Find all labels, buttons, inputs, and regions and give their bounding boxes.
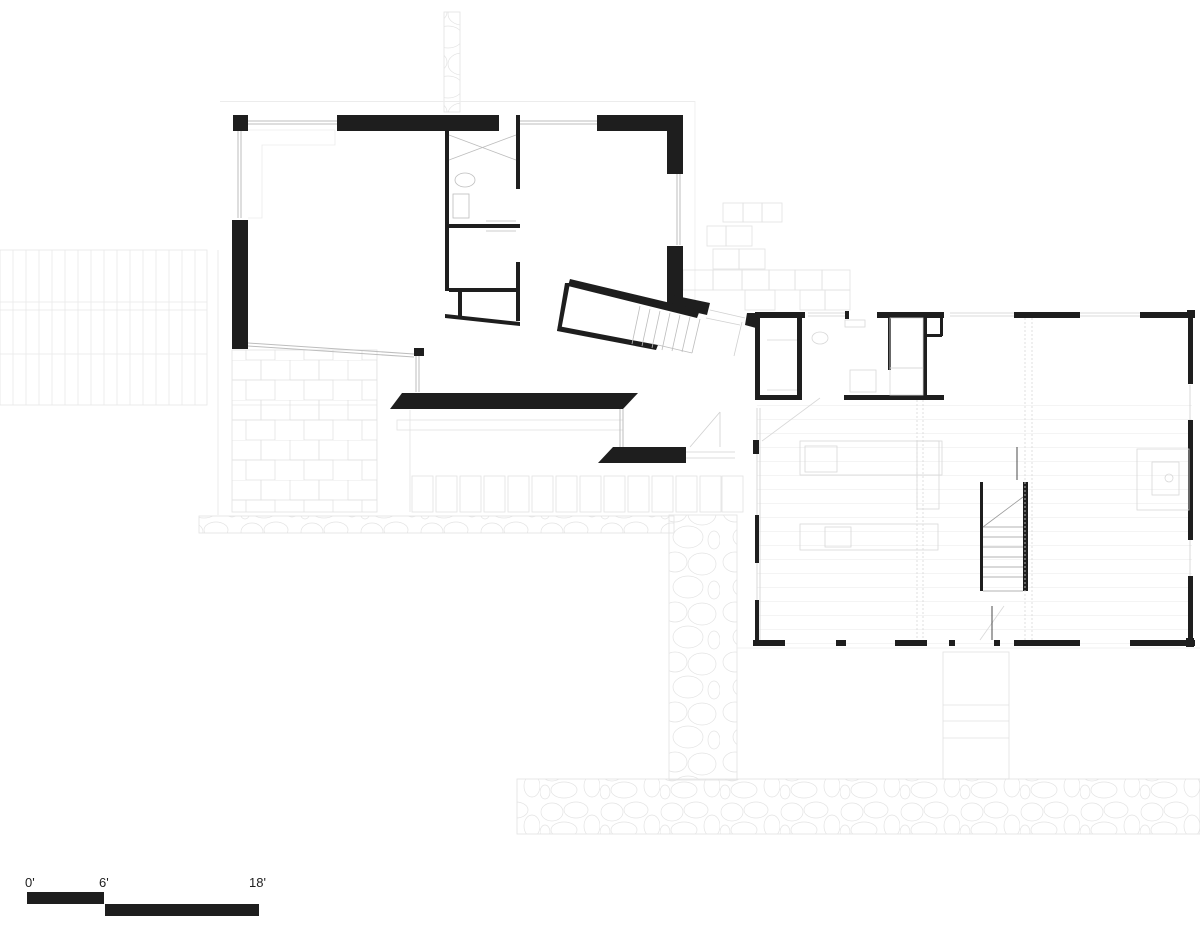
stone-wall-south bbox=[516, 778, 1200, 835]
scale-segment-6-18 bbox=[105, 904, 259, 916]
scale-label-0: 0' bbox=[25, 875, 35, 890]
site-elements bbox=[0, 11, 1200, 835]
scale-segment-0-6 bbox=[27, 892, 104, 904]
toilet-icon bbox=[811, 331, 829, 345]
kitchen-counter bbox=[799, 440, 943, 476]
hearth bbox=[1136, 448, 1190, 511]
washer bbox=[849, 369, 877, 393]
scale-label-18: 18' bbox=[249, 875, 266, 890]
wall bbox=[232, 220, 248, 349]
wall bbox=[667, 246, 683, 302]
paver-terrace bbox=[231, 349, 378, 513]
wall bbox=[337, 115, 499, 131]
scale-label-6: 6' bbox=[99, 875, 109, 890]
paver-patio-north bbox=[682, 202, 851, 311]
sink-icon bbox=[452, 193, 470, 219]
wall bbox=[414, 348, 424, 356]
toilet-icon bbox=[454, 172, 476, 188]
wood-deck bbox=[0, 249, 208, 406]
scale-bar bbox=[27, 892, 259, 916]
entry-steps-south bbox=[942, 651, 1010, 780]
wall bbox=[667, 115, 683, 174]
east-building bbox=[753, 310, 1195, 647]
kitchen-island bbox=[799, 523, 939, 551]
canopy-wall bbox=[598, 447, 686, 463]
stone-wall-vertical bbox=[668, 514, 738, 781]
wall bbox=[597, 115, 683, 131]
east-floor bbox=[757, 400, 1192, 645]
west-building bbox=[232, 115, 710, 463]
canopy-wall bbox=[390, 393, 638, 409]
wall bbox=[516, 115, 520, 131]
wall bbox=[233, 115, 248, 131]
planter-boxes bbox=[396, 410, 744, 513]
stone-path-north bbox=[443, 11, 461, 113]
stone-wall-west bbox=[198, 515, 675, 534]
